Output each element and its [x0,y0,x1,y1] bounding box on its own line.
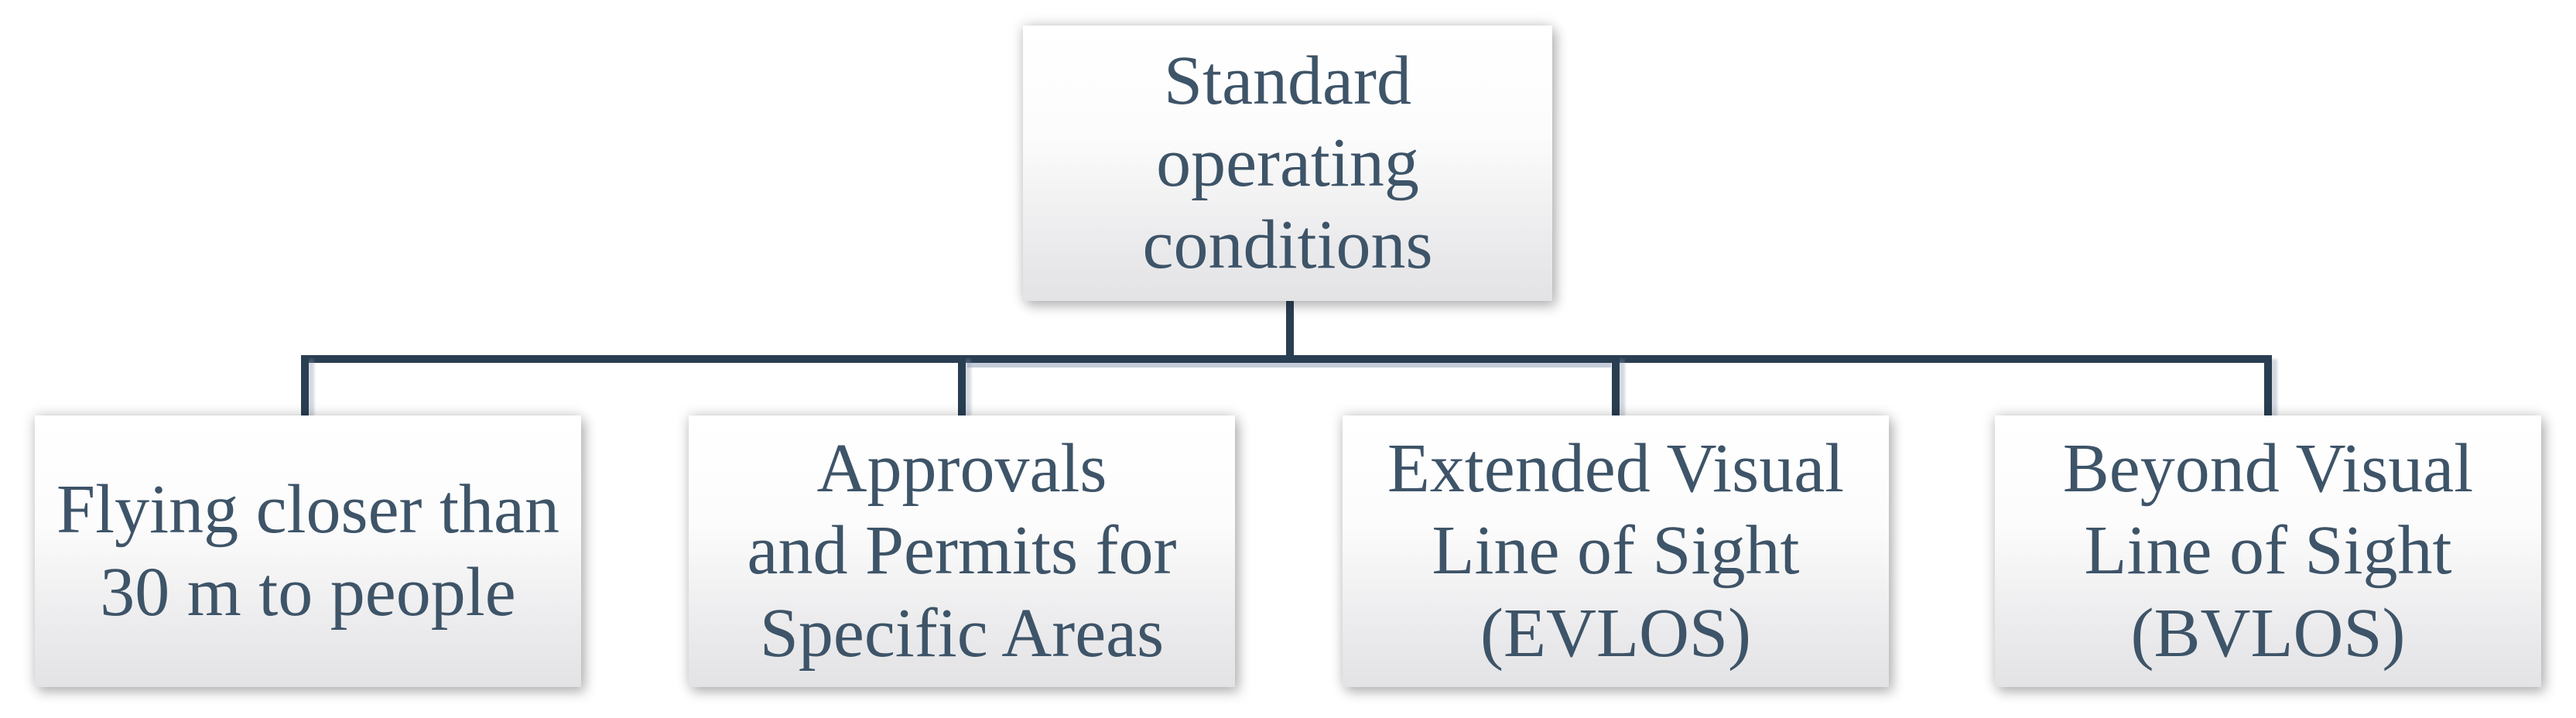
connector-drop-3 [1612,355,1620,421]
node-bvlos: Beyond Visual Line of Sight (BVLOS) [1995,415,2541,687]
node-text-line: operating [1156,124,1419,201]
node-text-line: 30 m to people [100,553,516,631]
node-evlos: Extended Visual Line of Sight (EVLOS) [1343,415,1889,687]
node-text-line: Specific Areas [759,594,1165,672]
connector-shadow-strip [967,363,1611,368]
node-text-line: and Permits for [747,512,1177,590]
connector-horizontal-bar [301,355,2272,363]
node-text-line: Extended Visual [1387,430,1845,508]
node-text-line: (BVLOS) [2130,594,2406,672]
node-text-line: conditions [1142,207,1433,284]
node-standard-operating-conditions: Standard operating conditions [1023,26,1552,301]
connector-drop-1 [301,355,309,421]
node-text-line: Standard [1164,42,1411,119]
node-flying-closer-than-30m: Flying closer than 30 m to people [35,415,581,687]
connector-drop-4 [2264,355,2272,421]
node-approvals-and-permits: Approvals and Permits for Specific Areas [689,415,1235,687]
connector-root-stem [1286,300,1294,355]
connector-drop-2 [958,355,966,421]
node-text-line: Beyond Visual [2062,430,2474,508]
node-text-line: (EVLOS) [1480,594,1751,672]
node-text-line: Flying closer than [56,471,559,549]
node-text-line: Line of Sight [2084,512,2452,590]
node-text-line: Line of Sight [1432,512,1800,590]
node-text-line: Approvals [816,430,1107,508]
